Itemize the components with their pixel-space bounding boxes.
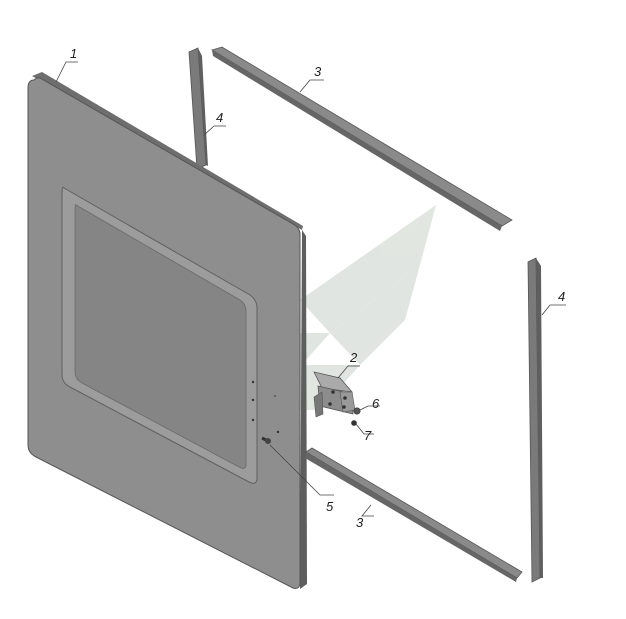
- callout-1: 1: [70, 46, 77, 61]
- seal-strip-bottom: [305, 447, 523, 582]
- seal-strip-left: [188, 47, 208, 170]
- leader-lines: [55, 61, 566, 517]
- hole: [274, 395, 276, 397]
- hole: [251, 398, 255, 402]
- callout-7: 7: [364, 428, 372, 443]
- callout-3-top: 3: [314, 64, 322, 79]
- seal-strip-right: [527, 257, 543, 583]
- bracket: [313, 371, 356, 418]
- door-panel: [27, 72, 307, 589]
- callout-3-bottom: 3: [356, 515, 364, 530]
- nut: [351, 420, 357, 426]
- washer: [353, 407, 361, 415]
- stud: [261, 436, 271, 444]
- callout-2: 2: [349, 350, 358, 365]
- callout-4-right: 4: [558, 289, 565, 304]
- seal-strip-top: [211, 46, 513, 231]
- callout-6: 6: [372, 396, 380, 411]
- hole: [251, 380, 255, 384]
- callout-4-left: 4: [216, 110, 223, 125]
- hole: [251, 418, 255, 422]
- callout-5: 5: [326, 499, 334, 514]
- window-recess: [74, 204, 247, 469]
- hole: [276, 430, 280, 434]
